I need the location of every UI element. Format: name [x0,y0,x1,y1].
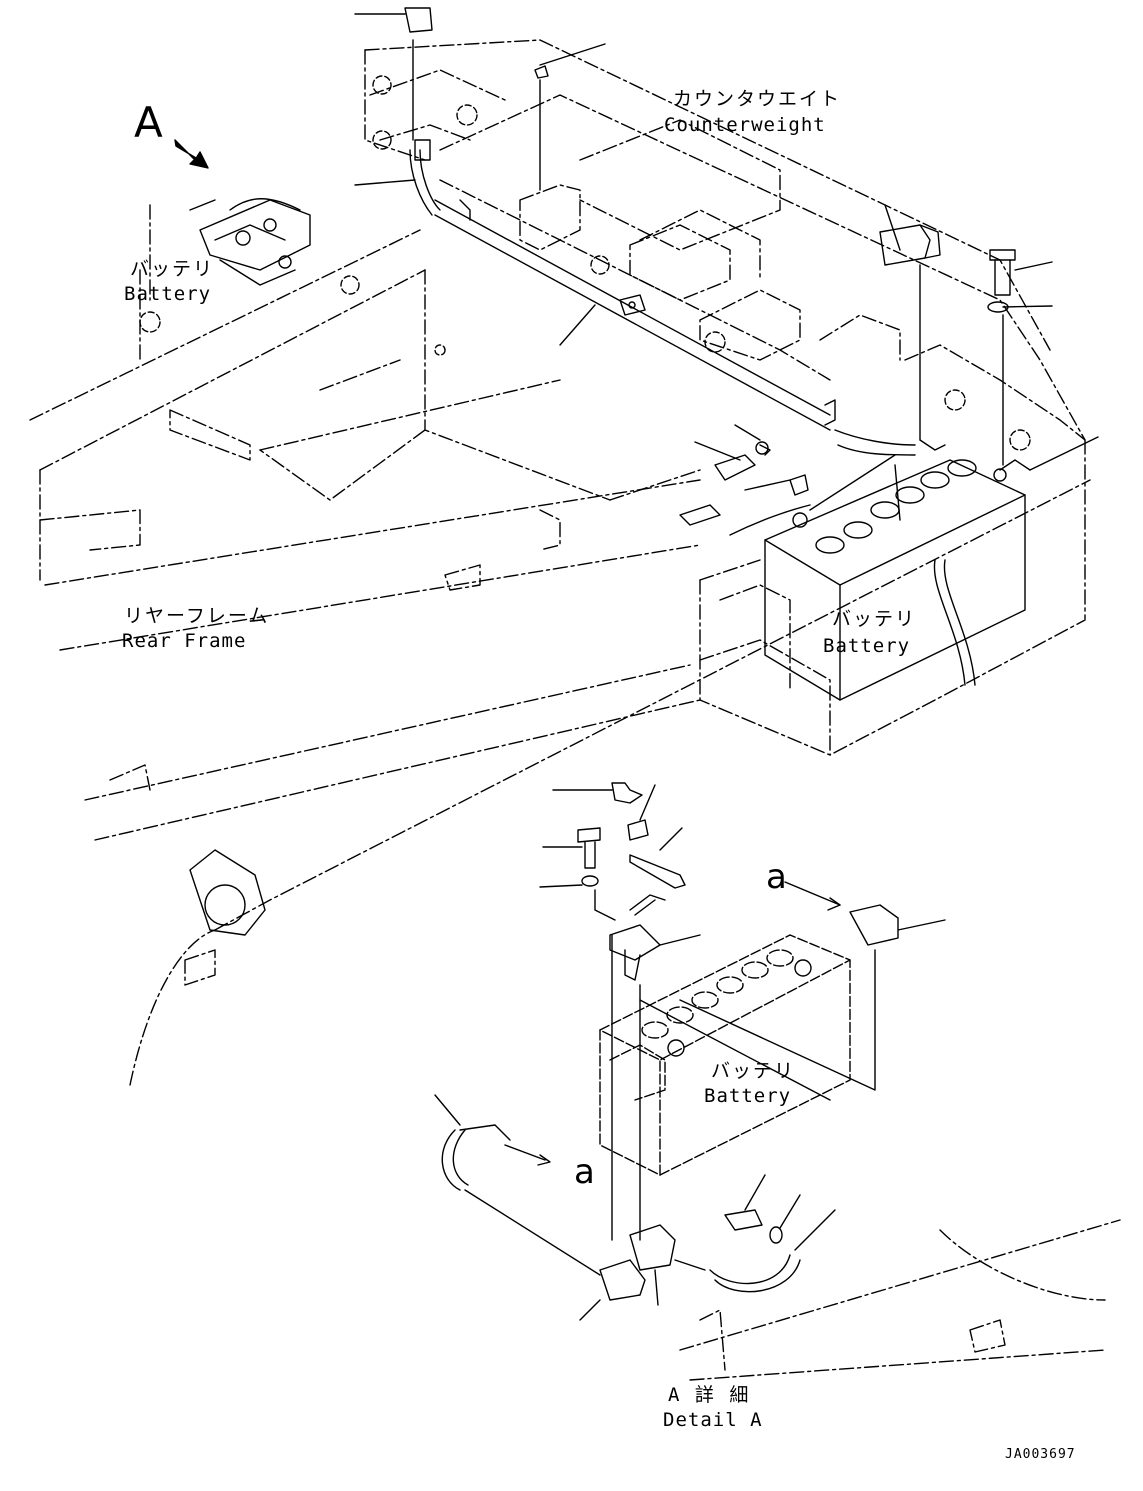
battery-detail-terminals [667,959,812,1057]
rear-frame-label-en: Rear Frame [122,630,247,652]
detail-parts [434,782,946,1321]
top-right-parts [714,224,1031,481]
counterweight-bosses [139,75,1031,451]
detail-frame-outline [129,479,1121,1381]
counterweight-label-jp: カウンタウエイト [673,88,842,110]
battery-right-label-jp: バッテリ [832,608,917,630]
top-cable-and-rod [409,139,916,456]
battery-detail-label-jp: バッテリ [711,1060,796,1082]
battery-left-label-jp: バッテリ [130,258,215,280]
battery-detail-label-en: Battery [704,1085,792,1107]
battery-right-drawing [679,439,1026,701]
battery-right-label-en: Battery [823,635,911,657]
counterweight-outline [364,39,1086,756]
view-marker: A [134,98,163,147]
counterweight-label-en: Counterweight [664,114,826,136]
rear-frame-label-jp: リヤーフレーム [124,605,270,627]
callout-a-top: a [766,857,787,897]
drawing-code: JA003697 [1005,1447,1076,1462]
battery-left-label-en: Battery [124,283,212,305]
leader-lines-top [354,7,1099,521]
battery-left-drawing [189,198,311,286]
detail-title-jp: A 詳 細 [668,1384,751,1406]
callout-a-bottom: a [574,1152,595,1192]
pin-boss [189,849,266,936]
detail-title-en: Detail A [663,1409,763,1431]
rear-frame-outline [29,204,701,841]
view-arrow [174,139,209,169]
